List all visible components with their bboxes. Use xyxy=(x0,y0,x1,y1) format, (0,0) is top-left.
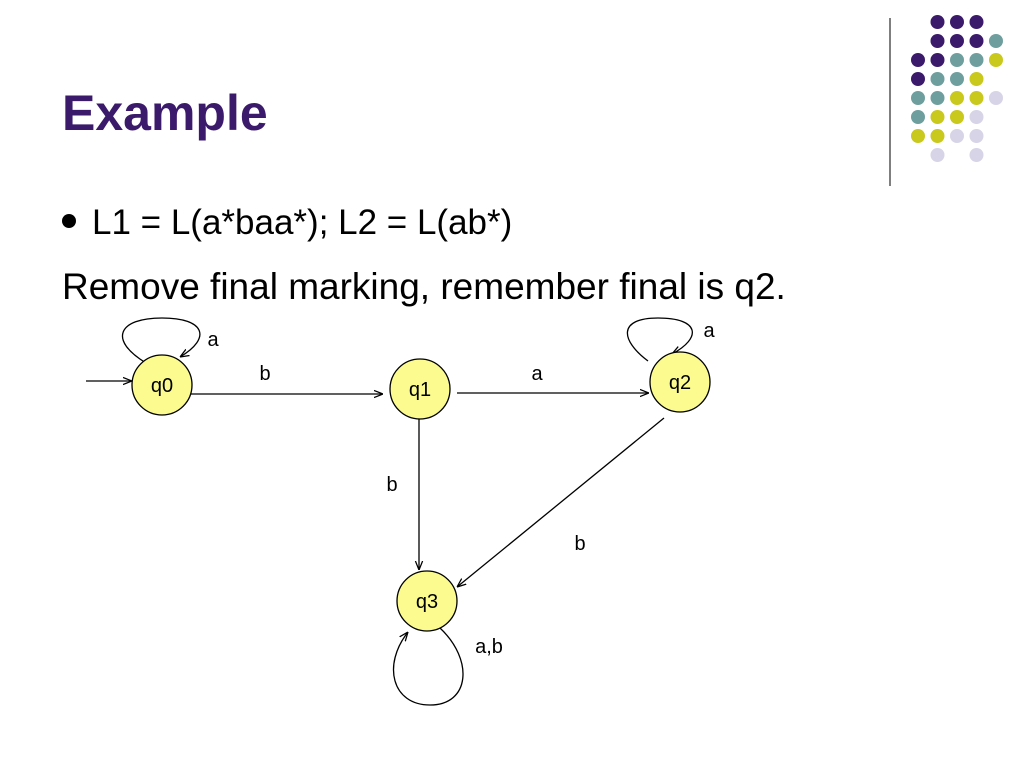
decorative-dot xyxy=(969,91,984,105)
decorative-dot xyxy=(911,129,925,143)
edge-q2-q3 xyxy=(457,417,665,587)
bullet-dot-icon xyxy=(62,213,76,228)
label-q2-q3: b xyxy=(574,533,585,555)
decorative-dot xyxy=(911,110,925,124)
decorative-dot xyxy=(989,53,1003,67)
decorative-dot xyxy=(969,72,984,86)
decorative-dot xyxy=(950,53,964,67)
decorative-dot xyxy=(950,91,964,105)
decorative-dot xyxy=(930,53,945,67)
loop-q2 xyxy=(626,317,693,362)
decorative-dot xyxy=(969,34,984,48)
state-q2-label: q2 xyxy=(669,372,691,394)
decorative-dot xyxy=(930,34,945,48)
state-q1-label: q1 xyxy=(409,379,431,401)
state-q0-label: q0 xyxy=(151,375,173,397)
state-q3-label: q3 xyxy=(416,591,438,613)
decorative-dot xyxy=(930,110,945,124)
decorative-dot xyxy=(950,72,964,86)
decorative-dot xyxy=(911,72,925,86)
decorative-dot xyxy=(950,34,964,48)
loop-q3 xyxy=(393,627,464,706)
label-loop-q2: a xyxy=(703,320,715,342)
decorative-dot xyxy=(950,110,964,124)
state-q3: q3 xyxy=(396,570,458,632)
label-loop-q3: a,b xyxy=(475,636,503,658)
bullet-text: L1 = L(a*baa*); L2 = L(ab*) xyxy=(92,203,513,242)
label-q1-q3: b xyxy=(386,474,397,496)
decorative-dot xyxy=(911,91,925,105)
decorative-dot xyxy=(930,91,945,105)
decorative-dot xyxy=(930,148,945,162)
decorative-dot xyxy=(930,129,945,143)
label-q1-q2: a xyxy=(531,363,543,385)
decorative-dot xyxy=(930,15,945,29)
bullet-item: L1 = L(a*baa*); L2 = L(ab*) xyxy=(62,205,512,240)
decorative-dot-grid xyxy=(889,15,1003,186)
label-q0-q1: b xyxy=(259,363,270,385)
decorative-dot xyxy=(989,34,1003,48)
slide-title: Example xyxy=(62,85,268,141)
decorative-dot xyxy=(950,15,964,29)
decorative-dot xyxy=(969,53,984,67)
state-q0: q0 xyxy=(131,354,193,416)
label-loop-q0: a xyxy=(207,329,219,351)
loop-q0 xyxy=(121,317,201,364)
decorative-dot xyxy=(930,72,945,86)
note-text: Remove final marking, remember final is … xyxy=(62,266,786,307)
decorative-dot xyxy=(969,110,984,124)
state-q2: q2 xyxy=(649,351,711,413)
decorative-dot xyxy=(969,129,984,143)
decorative-dot xyxy=(950,129,964,143)
decorative-dot xyxy=(989,91,1003,105)
decorative-dot xyxy=(911,53,925,67)
state-q1: q1 xyxy=(389,358,451,420)
decorative-dot xyxy=(969,15,984,29)
decorative-dot xyxy=(969,148,984,162)
